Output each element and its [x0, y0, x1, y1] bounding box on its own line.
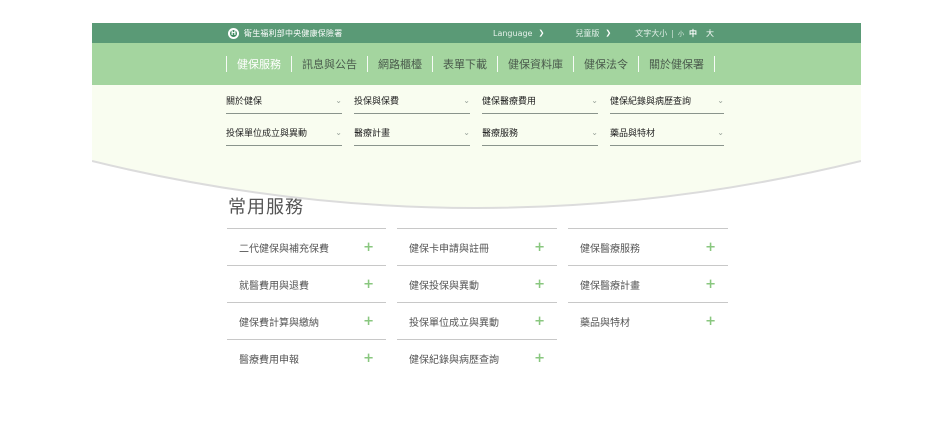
service-label: 健保醫療計畫: [580, 280, 640, 292]
plus-icon: +: [534, 276, 545, 292]
nav-divider: [638, 56, 639, 72]
language-label: Language: [493, 28, 533, 38]
agency-name: 衛生福利部中央健康保險署: [244, 28, 343, 38]
service-item[interactable]: 醫療費用申報 +: [227, 339, 386, 376]
service-label: 健保費計算與繳納: [239, 317, 319, 329]
plus-icon: +: [363, 276, 374, 292]
nav-divider: [573, 56, 574, 72]
top-bar: H 衛生福利部中央健康保險署 Language ❯ 兒童版 ❯ 文字大小 | 小…: [92, 23, 861, 43]
service-item[interactable]: 健保投保與異動 +: [397, 265, 557, 302]
submenu-label: 醫療計畫: [354, 128, 391, 139]
submenu-label: 關於健保: [226, 96, 263, 107]
submenu-label: 藥品與特材: [610, 128, 656, 139]
service-item[interactable]: 二代健保與補充保費 +: [227, 228, 386, 265]
plus-icon: +: [363, 239, 374, 255]
submenu-item-insurance-premium[interactable]: 投保與保費 ⌄: [354, 87, 470, 114]
chevron-down-icon: ⌄: [591, 127, 598, 137]
submenu-label: 健保紀錄與病歷查詢: [610, 96, 692, 107]
plus-icon: +: [363, 350, 374, 366]
submenu-panel: 關於健保 ⌄ 投保與保費 ⌄ 健保醫療費用 ⌄ 健保紀錄與病歷查詢 ⌄ 投保單位…: [92, 85, 861, 225]
service-label: 藥品與特材: [580, 317, 630, 329]
plus-icon: +: [534, 350, 545, 366]
service-item[interactable]: 健保醫療服務 +: [568, 228, 728, 265]
language-dropdown[interactable]: Language ❯: [493, 29, 544, 38]
service-item[interactable]: 就醫費用與退費 +: [227, 265, 386, 302]
kids-version-label: 兒童版: [575, 28, 600, 38]
service-label: 投保單位成立與異動: [409, 317, 499, 329]
chevron-down-icon: ⌄: [717, 127, 724, 137]
service-label: 健保紀錄與病歷查詢: [409, 354, 499, 366]
nav-item-regulations[interactable]: 健保法令: [584, 58, 628, 71]
plus-icon: +: [363, 313, 374, 329]
plus-icon: +: [534, 313, 545, 329]
service-label: 健保卡申請與註冊: [409, 243, 489, 255]
service-item[interactable]: 藥品與特材 +: [568, 302, 728, 339]
nav-item-database[interactable]: 健保資料庫: [508, 58, 563, 71]
chevron-down-icon: ⌄: [335, 127, 342, 137]
nav-item-online-counter[interactable]: 網路櫃檯: [378, 58, 422, 71]
nav-item-form-download[interactable]: 表單下載: [443, 58, 487, 71]
font-size-control: 文字大小 | 小 中 大: [635, 28, 714, 39]
nhi-logo-icon: H: [228, 27, 239, 39]
nav-item-news[interactable]: 訊息與公告: [302, 58, 357, 71]
service-item[interactable]: 健保費計算與繳納 +: [227, 302, 386, 339]
plus-icon: +: [705, 239, 716, 255]
submenu-label: 投保單位成立與異動: [226, 128, 308, 139]
service-label: 健保醫療服務: [580, 243, 640, 255]
plus-icon: +: [705, 276, 716, 292]
font-size-large-button[interactable]: 大: [705, 28, 714, 38]
nav-divider: [291, 56, 292, 72]
common-services-title: 常用服務: [228, 197, 304, 218]
submenu-item-medical-services[interactable]: 醫療服務 ⌄: [482, 119, 598, 146]
service-label: 就醫費用與退費: [239, 280, 309, 292]
service-item[interactable]: 健保紀錄與病歷查詢 +: [397, 339, 557, 376]
chevron-down-icon: ❯: [605, 29, 612, 37]
service-label: 健保投保與異動: [409, 280, 479, 292]
plus-icon: +: [534, 239, 545, 255]
chevron-down-icon: ⌄: [335, 95, 342, 105]
submenu-item-about-nhi[interactable]: 關於健保 ⌄: [226, 87, 342, 114]
nav-divider: [226, 56, 227, 72]
main-navigation: 健保服務 訊息與公告 網路櫃檯 表單下載 健保資料庫 健保法令 關於健保署: [92, 43, 861, 85]
divider: |: [671, 28, 674, 38]
chevron-down-icon: ❯: [538, 29, 545, 37]
nav-item-nhi-services[interactable]: 健保服務: [237, 58, 281, 71]
nav-item-about[interactable]: 關於健保署: [649, 58, 704, 71]
font-size-medium-button[interactable]: 中: [688, 28, 697, 38]
panel-curve-background: [92, 85, 861, 209]
chevron-down-icon: ⌄: [463, 95, 470, 105]
submenu-label: 投保與保費: [354, 96, 400, 107]
chevron-down-icon: ⌄: [591, 95, 598, 105]
chevron-down-icon: ⌄: [463, 127, 470, 137]
nav-divider: [432, 56, 433, 72]
kids-version-dropdown[interactable]: 兒童版 ❯: [575, 28, 611, 39]
service-item[interactable]: 健保醫療計畫 +: [568, 265, 728, 302]
utility-links: Language ❯ 兒童版 ❯ 文字大小 | 小 中 大: [493, 23, 714, 43]
submenu-label: 醫療服務: [482, 128, 519, 139]
agency-logo-link[interactable]: H 衛生福利部中央健康保險署: [228, 23, 342, 43]
service-item[interactable]: 投保單位成立與異動 +: [397, 302, 557, 339]
submenu-item-medical-expenses[interactable]: 健保醫療費用 ⌄: [482, 87, 598, 114]
font-size-label: 文字大小: [635, 28, 668, 38]
plus-icon: +: [705, 313, 716, 329]
service-item[interactable]: 健保卡申請與註冊 +: [397, 228, 557, 265]
service-label: 二代健保與補充保費: [239, 243, 329, 255]
submenu-item-medical-plans[interactable]: 醫療計畫 ⌄: [354, 119, 470, 146]
nav-divider: [367, 56, 368, 72]
chevron-down-icon: ⌄: [717, 95, 724, 105]
submenu-label: 健保醫療費用: [482, 96, 537, 107]
submenu-item-drugs-materials[interactable]: 藥品與特材 ⌄: [610, 119, 724, 146]
submenu-item-unit-registration[interactable]: 投保單位成立與異動 ⌄: [226, 119, 342, 146]
font-size-small-button[interactable]: 小: [677, 30, 684, 38]
nav-divider: [497, 56, 498, 72]
nav-divider: [714, 56, 715, 72]
service-label: 醫療費用申報: [239, 354, 299, 366]
submenu-item-records-query[interactable]: 健保紀錄與病歷查詢 ⌄: [610, 87, 724, 114]
